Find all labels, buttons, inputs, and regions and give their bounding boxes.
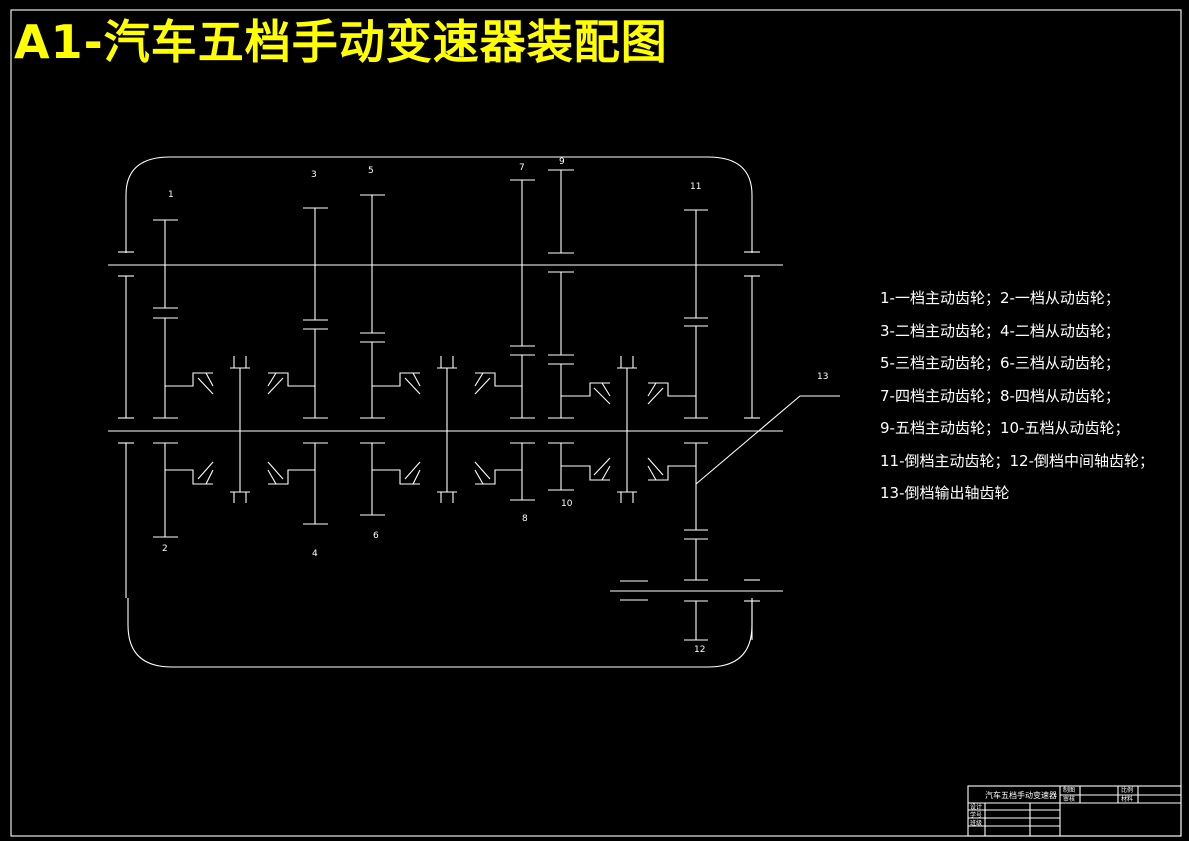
gear-7-fourth-drive [510,179,535,419]
gear-8-fourth-driven [510,442,535,501]
drawing-title: A1-汽车五档手动变速器装配图 [14,15,668,69]
gear-5-third-drive [360,194,385,419]
title-block-label-6: 班级 [970,819,982,827]
gear-9-fifth-drive [548,169,574,419]
gear-2-first-driven [153,442,178,538]
part-label-12: 12 [694,645,705,655]
gear-6-third-driven [360,442,385,516]
part-label-2: 2 [162,544,168,554]
part-label-8: 8 [522,514,528,524]
part-label-3: 3 [311,170,317,180]
gear-4-second-driven [303,442,328,525]
part-label-5: 5 [368,166,374,176]
title-block [967,785,1182,837]
legend-item: 5-三档主动齿轮；6-三档从动齿轮； [880,354,1120,372]
title-block-label-3: 材料 [1121,795,1133,803]
synchronizer-1-2 [165,356,315,503]
legend-item: 13-倒档输出轴齿轮 [880,484,1010,502]
gear-13-reverse-output [684,442,708,581]
housing-outline-bottom [127,598,753,668]
legend-item: 1-一档主动齿轮；2-一档从动齿轮； [880,289,1120,307]
synchronizer-3-4 [372,356,522,503]
gear-12-reverse-idler [684,600,708,641]
part-label-7: 7 [519,163,525,173]
title-block-label-0: 制图 [1063,786,1075,794]
gear-3-second-drive [303,207,328,419]
title-block-label-2: 比例 [1121,786,1133,794]
title-block-label-5: 学号 [970,811,982,819]
part-label-4: 4 [312,549,318,559]
legend-item: 7-四档主动齿轮；8-四档从动齿轮； [880,386,1120,405]
title-block-label-1: 审核 [1063,795,1075,803]
title-block-label-4: 设计 [970,803,982,811]
part-label-6: 6 [373,531,379,541]
synchronizer-5-r [561,356,696,503]
drawing-border [10,9,1182,837]
part-label-1: 1 [168,190,174,200]
legend-item: 11-倒档主动齿轮；12-倒档中间轴齿轮； [880,451,1155,470]
part-label-10: 10 [561,499,573,509]
legend-item: 3-二档主动齿轮；4-二档从动齿轮； [880,321,1120,340]
housing-outline [125,156,753,253]
legend-item: 9-五档主动齿轮；10-五档从动齿轮； [880,419,1130,437]
leader-13 [695,395,840,485]
gear-11-reverse-drive [684,209,708,419]
part-label-9: 9 [559,157,565,167]
part-label-13: 13 [817,372,828,382]
parts-legend: 1-一档主动齿轮；2-一档从动齿轮； 3-二档主动齿轮；4-二档从动齿轮； 5-… [880,286,1154,514]
gear-1-first-drive [153,219,178,419]
part-label-11: 11 [690,182,701,192]
title-block-drawing-name: 汽车五档手动变速器 [985,790,1057,800]
